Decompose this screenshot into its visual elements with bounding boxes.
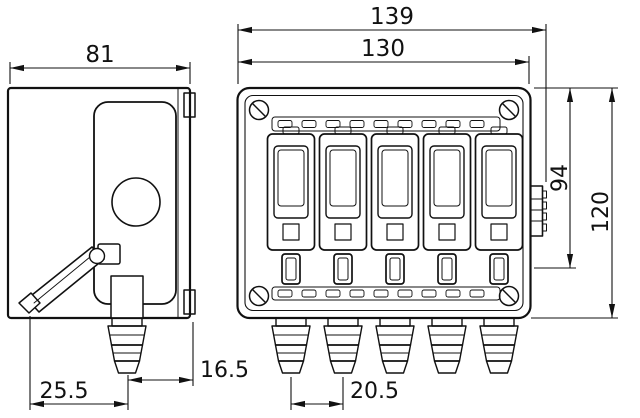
dim-label-body-height: 94 <box>548 164 573 192</box>
screw-top-right <box>498 99 520 121</box>
front-cable-gland-4 <box>427 317 467 374</box>
dimension-lines <box>9 24 618 410</box>
fuse-module-2 <box>318 126 368 285</box>
dim-label-gland-offset-side: 25.5 <box>40 379 89 404</box>
screw-bottom-right <box>498 285 520 307</box>
dim-label-overall-height: 120 <box>589 191 614 233</box>
top-vent-band <box>271 116 501 132</box>
dim-label-gland-offset-depth: 16.5 <box>200 358 249 383</box>
front-cable-gland-1 <box>271 317 311 374</box>
dim-label-gland-pitch: 20.5 <box>350 379 399 404</box>
dimension-labels: 139 130 81 94 120 16.5 25.5 20.5 <box>40 4 614 404</box>
side-connector-block <box>529 185 547 237</box>
knockout-circle <box>111 177 161 227</box>
fuse-module-5 <box>474 126 524 285</box>
latch-foot <box>18 292 41 314</box>
mounting-tab-bottom <box>183 289 196 315</box>
side-enclosure-outline <box>6 86 192 320</box>
screw-top-left <box>248 99 270 121</box>
screw-bottom-left <box>248 285 270 307</box>
front-enclosure-outline <box>236 86 532 320</box>
latch-pivot <box>88 247 106 265</box>
front-cable-gland-3 <box>375 317 415 374</box>
front-cable-gland-2 <box>323 317 363 374</box>
dim-label-overall-width: 139 <box>370 4 414 30</box>
front-view <box>236 86 547 374</box>
fuse-module-4 <box>422 126 472 285</box>
fuse-module-1 <box>266 126 316 285</box>
bottom-vent-band <box>271 286 501 301</box>
dim-label-body-width: 130 <box>361 36 405 62</box>
side-cover <box>93 101 177 305</box>
dim-label-depth: 81 <box>85 42 114 68</box>
front-cable-gland-5 <box>479 317 519 374</box>
gland-stem <box>110 275 144 319</box>
mounting-tab-top <box>183 92 196 118</box>
fuse-module-3 <box>370 126 420 285</box>
side-view <box>6 86 196 374</box>
latch-lever-edge <box>33 256 91 304</box>
side-cable-gland <box>107 317 147 374</box>
